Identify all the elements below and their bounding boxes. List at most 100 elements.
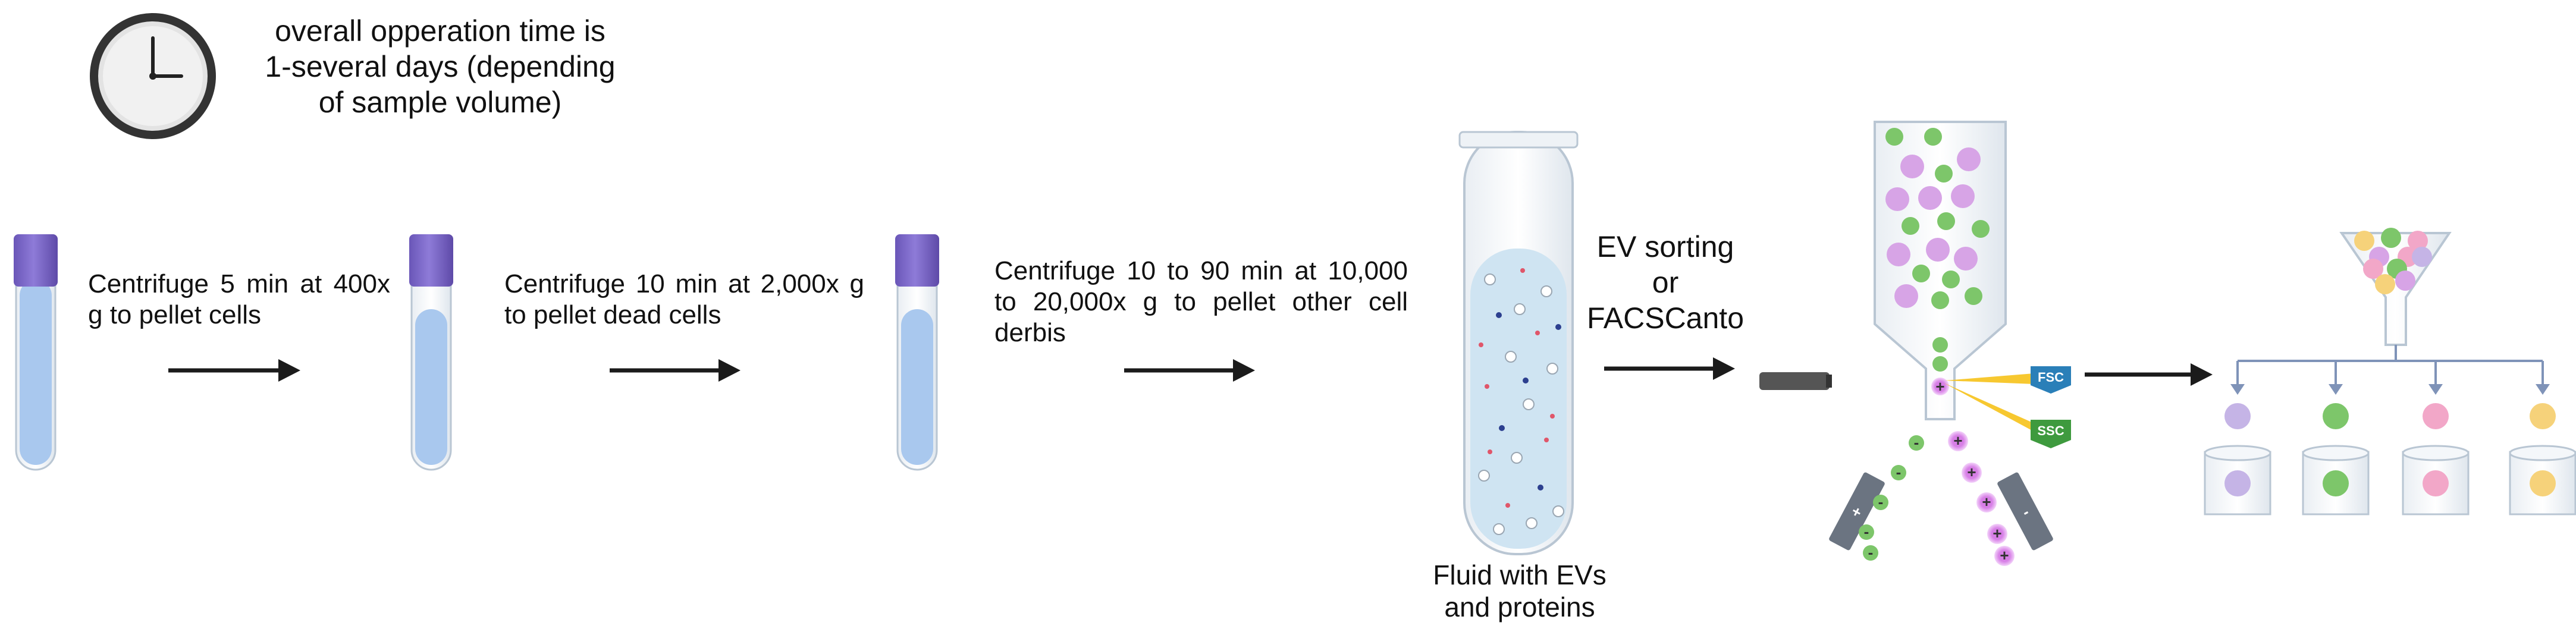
- collection-tubes: [2204, 403, 2576, 515]
- sorted-particle: [2224, 403, 2251, 429]
- purple-particle: [1918, 186, 1942, 210]
- branch-lines: [2230, 345, 2550, 395]
- timing-line-1: overall opperation time is: [275, 14, 605, 48]
- ssc-label: SSC: [2037, 423, 2064, 438]
- sorting-funnel: [2339, 228, 2452, 346]
- charge-sign: -: [1868, 543, 1874, 561]
- charge-sign: -: [1914, 433, 1919, 451]
- sorting-label-line-3: FACSCanto: [1586, 301, 1744, 335]
- charge-sign: -: [1864, 523, 1869, 540]
- purple-particle: [1957, 147, 1981, 171]
- sorting-label-line-2: or: [1652, 266, 1679, 299]
- protein-particle: [1496, 312, 1502, 318]
- ev-particle: [1505, 351, 1517, 363]
- charge-sign: +: [1935, 378, 1944, 395]
- green-particle: [1885, 128, 1903, 146]
- funnel-particle: [2375, 274, 2395, 294]
- purple-particle: [1887, 243, 1910, 266]
- nozzle-particles: +: [1885, 128, 1990, 395]
- sample-tube-1: [14, 234, 58, 471]
- charge-sign: +: [1993, 524, 2001, 542]
- collected-particle: [2530, 470, 2556, 496]
- ev-particle: [1493, 523, 1505, 535]
- ev-particle: [1546, 363, 1558, 375]
- positive-droplet: [1948, 431, 1968, 451]
- collected-particle: [2423, 470, 2449, 496]
- step-arrow-1: [168, 359, 300, 382]
- green-particle: [1935, 165, 1953, 183]
- sorted-particle: [2530, 403, 2556, 429]
- laser-source: [1759, 372, 1927, 390]
- fluid-label: Fluid with EVs and proteins: [1392, 559, 1648, 623]
- purple-particle: [1926, 238, 1950, 262]
- funnel-particle: [2408, 231, 2428, 251]
- protein-particle: [1544, 438, 1549, 442]
- charge-sign: +: [2000, 546, 2009, 564]
- tube-rim: [2402, 445, 2470, 461]
- flow-cytometer: + FSC SSC +: [1759, 121, 2071, 566]
- protein-particle: [1479, 342, 1483, 347]
- protein-particle: [1523, 378, 1529, 383]
- positive-droplet: [1976, 492, 1997, 512]
- positive-droplet: [1994, 546, 2015, 566]
- ev-particle: [1552, 505, 1564, 517]
- negative-droplet: [1863, 545, 1878, 561]
- step-arrow-3: [1124, 359, 1255, 382]
- negative-droplet: [1909, 435, 1924, 451]
- collected-particle: [2323, 470, 2349, 496]
- purple-particle: [1931, 378, 1949, 395]
- green-particle: [1972, 220, 1990, 238]
- clock-icon: [90, 13, 216, 139]
- green-particle: [1942, 271, 1960, 288]
- green-particle: [1965, 287, 1982, 305]
- protein-particle: [1538, 485, 1543, 490]
- step-3-label: Centrifuge 10 to 90 min at 10,000 to 20,…: [994, 256, 1408, 347]
- fluid-tube: [1458, 131, 1579, 555]
- ev-particle: [1478, 470, 1490, 482]
- deflection-plate-positive: +: [1829, 472, 1885, 551]
- collected-particle: [2224, 470, 2251, 496]
- charge-sign: +: [1953, 432, 1962, 449]
- timing-line-2: 1-several days (depending: [265, 50, 616, 83]
- green-particle: [1931, 291, 1949, 309]
- purple-particle: [1951, 184, 1975, 208]
- ev-particle: [1526, 517, 1538, 529]
- ev-particle: [1523, 398, 1535, 410]
- deflection-plate-negative: -: [1997, 472, 2053, 551]
- green-particle: [1932, 356, 1948, 372]
- tube-rim: [2509, 445, 2576, 461]
- fluid-label-line-2: and proteins: [1444, 592, 1595, 622]
- charge-sign: -: [1896, 463, 1902, 481]
- green-particle: [1937, 212, 1955, 230]
- protein-particle: [1555, 324, 1561, 330]
- ev-particle: [1484, 273, 1496, 285]
- step-arrow-4: [1604, 357, 1735, 380]
- sorted-droplets: -----+++++: [1859, 431, 2015, 566]
- purple-particle: [1954, 247, 1978, 271]
- timing-note: overall opperation time is 1-several day…: [226, 13, 654, 120]
- ssc-detector: SSC: [2031, 420, 2071, 448]
- ev-particle: [1540, 285, 1552, 297]
- sample-tube-3: [895, 234, 939, 471]
- negative-droplet: [1859, 524, 1874, 540]
- funnel-particles: [2354, 228, 2432, 294]
- funnel-particle: [2363, 259, 2383, 279]
- step-2-label: Centrifuge 10 min at 2,000x g to pellet …: [504, 269, 864, 329]
- protein-particle: [1499, 425, 1505, 431]
- green-particle: [1924, 128, 1942, 146]
- protein-particle: [1520, 268, 1525, 273]
- purple-particle: [1885, 187, 1909, 211]
- green-particle: [1912, 265, 1930, 282]
- green-particle: [1902, 217, 1919, 235]
- funnel-particle: [2354, 231, 2374, 251]
- sample-tube-2: [409, 234, 453, 471]
- protein-particle: [1488, 449, 1492, 454]
- sorted-particle: [2423, 403, 2449, 429]
- tube-cap: [14, 234, 58, 287]
- tube-rim: [2302, 445, 2370, 461]
- fluid-label-line-1: Fluid with EVs: [1433, 559, 1607, 590]
- fluid-particles: [1478, 268, 1564, 535]
- green-particle: [1932, 337, 1948, 353]
- fsc-label: FSC: [2038, 370, 2064, 385]
